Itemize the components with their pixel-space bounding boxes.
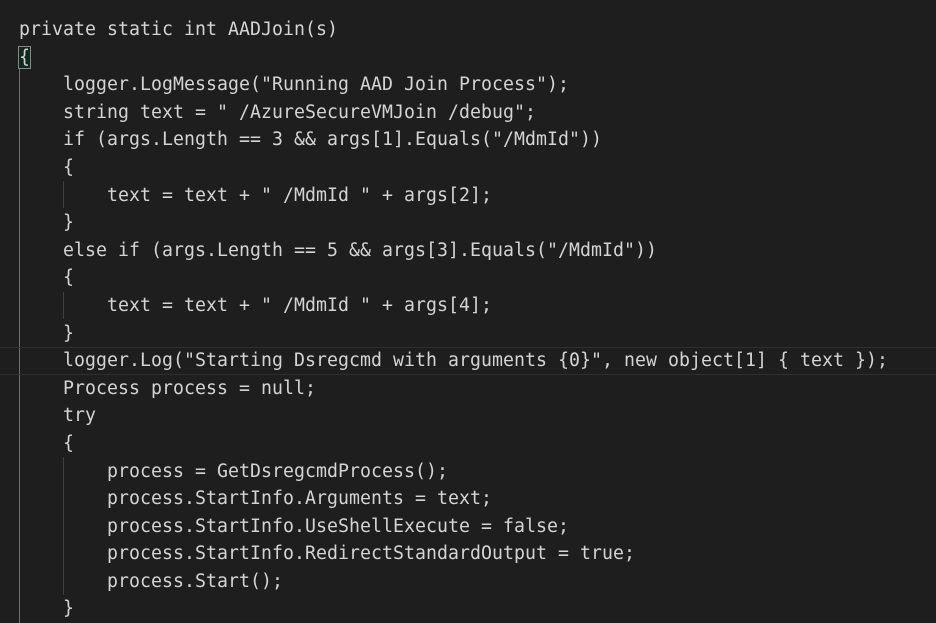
indent-guide-if-block bbox=[63, 181, 64, 208]
code-text: Process process = null; bbox=[63, 377, 316, 399]
code-text: try bbox=[63, 405, 96, 427]
code-text: process.StartInfo.UseShellExecute = fals… bbox=[107, 515, 569, 537]
code-line[interactable]: { bbox=[0, 154, 936, 182]
code-line[interactable]: process.StartInfo.RedirectStandardOutput… bbox=[0, 540, 936, 568]
code-text: logger.Log("Starting Dsregcmd with argum… bbox=[63, 350, 888, 372]
code-line[interactable]: process.StartInfo.Arguments = text; bbox=[0, 485, 936, 513]
code-line[interactable]: else if (args.Length == 5 && args[3].Equ… bbox=[0, 237, 936, 265]
code-text: process = GetDsregcmdProcess(); bbox=[107, 460, 448, 482]
code-text: { bbox=[63, 156, 74, 178]
code-text: string text = " /AzureSecureVMJoin /debu… bbox=[63, 101, 536, 123]
code-line[interactable]: { bbox=[0, 44, 936, 72]
code-line[interactable]: { bbox=[0, 430, 936, 458]
indent-guide-outer bbox=[19, 56, 20, 623]
current-code-line[interactable]: logger.Log("Starting Dsregcmd with argum… bbox=[0, 347, 936, 375]
code-text: } bbox=[63, 598, 74, 620]
code-text: text = text + " /MdmId " + args[2]; bbox=[107, 184, 492, 206]
code-text: { bbox=[63, 267, 74, 289]
code-line[interactable]: process.Start(); bbox=[0, 568, 936, 596]
code-line[interactable]: } bbox=[0, 209, 936, 237]
code-line[interactable]: if (args.Length == 3 && args[1].Equals("… bbox=[0, 126, 936, 154]
code-text: else if (args.Length == 5 && args[3].Equ… bbox=[63, 239, 657, 261]
code-text: } bbox=[63, 322, 74, 344]
code-line[interactable]: process = GetDsregcmdProcess(); bbox=[0, 458, 936, 486]
code-line[interactable]: private static int AADJoin(s) bbox=[0, 16, 936, 44]
code-line[interactable]: text = text + " /MdmId " + args[4]; bbox=[0, 292, 936, 320]
matched-brace: { bbox=[18, 45, 31, 69]
code-text: process.Start(); bbox=[107, 570, 283, 592]
indent-guide-try-block bbox=[63, 457, 64, 595]
code-text: } bbox=[63, 212, 74, 234]
code-editor[interactable]: private static int AADJoin(s) { logger.L… bbox=[0, 16, 936, 623]
code-line[interactable]: } bbox=[0, 595, 936, 623]
code-line[interactable]: Process process = null; bbox=[0, 375, 936, 403]
code-text: process.StartInfo.Arguments = text; bbox=[107, 488, 492, 510]
code-text: if (args.Length == 3 && args[1].Equals("… bbox=[63, 129, 602, 151]
code-line[interactable]: process.StartInfo.UseShellExecute = fals… bbox=[0, 513, 936, 541]
code-line[interactable]: } bbox=[0, 320, 936, 348]
code-line[interactable]: text = text + " /MdmId " + args[2]; bbox=[0, 182, 936, 210]
indent-guide-else-block bbox=[63, 292, 64, 319]
code-text: text = text + " /MdmId " + args[4]; bbox=[107, 294, 492, 316]
code-line[interactable]: logger.LogMessage("Running AAD Join Proc… bbox=[0, 71, 936, 99]
code-line[interactable]: { bbox=[0, 264, 936, 292]
code-text: { bbox=[63, 432, 74, 454]
code-line[interactable]: string text = " /AzureSecureVMJoin /debu… bbox=[0, 99, 936, 127]
code-line[interactable]: try bbox=[0, 402, 936, 430]
code-text: process.StartInfo.RedirectStandardOutput… bbox=[107, 543, 635, 565]
code-text: private static int AADJoin(s) bbox=[19, 19, 338, 40]
code-text: logger.LogMessage("Running AAD Join Proc… bbox=[63, 74, 569, 96]
